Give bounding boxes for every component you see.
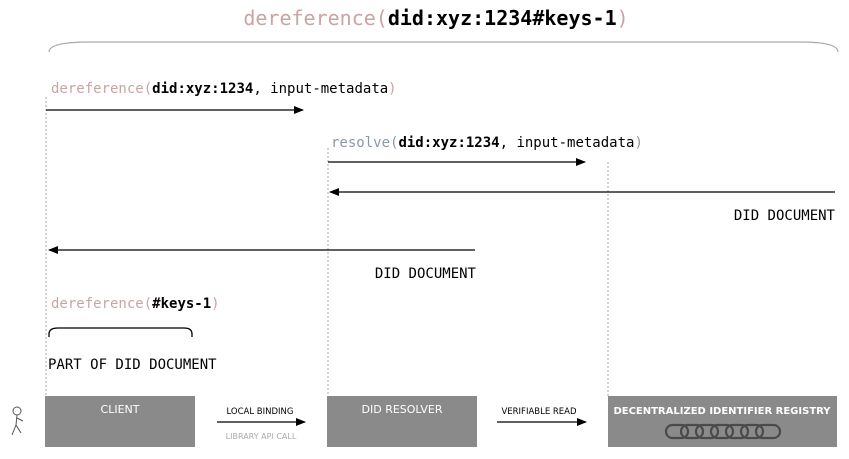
client-box bbox=[45, 396, 195, 447]
step1-label: dereference(did:xyz:1234, input-metadata… bbox=[51, 81, 397, 97]
resolver-label: DID RESOLVER bbox=[362, 403, 443, 416]
step2-label: resolve(did:xyz:1234, input-metadata) bbox=[331, 135, 643, 151]
library-api-call-label: LIBRARY API CALL bbox=[226, 432, 297, 441]
person-icon bbox=[11, 406, 24, 436]
registry-label: DECENTRALIZED IDENTIFIER REGISTRY bbox=[613, 406, 831, 417]
title-func: dereference( bbox=[243, 6, 388, 30]
return1-label: DID DOCUMENT bbox=[734, 208, 836, 224]
registry-box bbox=[608, 396, 837, 447]
title-brace bbox=[48, 41, 839, 53]
resolver-box bbox=[327, 396, 477, 447]
local-binding-label: LOCAL BINDING bbox=[226, 407, 293, 417]
client-label: CLIENT bbox=[101, 403, 140, 416]
diagram-title: dereference(did:xyz:1234#keys-1) bbox=[243, 6, 628, 30]
fragment-brace bbox=[48, 327, 193, 337]
step3-label: dereference(#keys-1) bbox=[51, 296, 220, 312]
return2-label: DID DOCUMENT bbox=[375, 266, 477, 282]
title-arg: did:xyz:1234#keys-1 bbox=[388, 6, 617, 30]
verifiable-read-label: VERIFIABLE READ bbox=[501, 407, 577, 417]
fragment-label: PART OF DID DOCUMENT bbox=[48, 357, 217, 373]
chain-icon bbox=[664, 423, 782, 440]
title-close: ) bbox=[617, 6, 629, 30]
